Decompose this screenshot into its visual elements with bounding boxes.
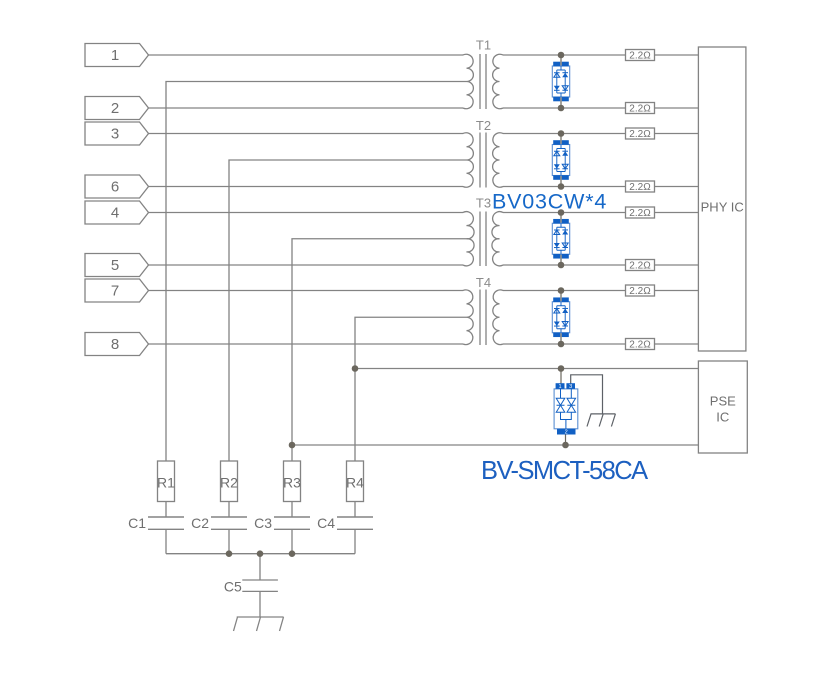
svg-text:2: 2 bbox=[111, 100, 119, 117]
svg-text:3: 3 bbox=[569, 384, 572, 390]
svg-text:3: 3 bbox=[111, 126, 119, 143]
svg-text:5: 5 bbox=[111, 257, 119, 274]
svg-text:T4: T4 bbox=[476, 275, 491, 290]
svg-text:2.2Ω: 2.2Ω bbox=[629, 339, 651, 350]
svg-text:C1: C1 bbox=[128, 515, 146, 531]
svg-text:2.2Ω: 2.2Ω bbox=[629, 129, 651, 140]
svg-text:R4: R4 bbox=[346, 475, 364, 491]
svg-text:T1: T1 bbox=[476, 38, 491, 53]
svg-text:7: 7 bbox=[111, 283, 119, 300]
svg-text:2.2Ω: 2.2Ω bbox=[629, 50, 651, 61]
svg-text:R3: R3 bbox=[283, 475, 301, 491]
svg-text:8: 8 bbox=[111, 336, 119, 353]
svg-text:BV-SMCT-58CA: BV-SMCT-58CA bbox=[481, 457, 648, 485]
svg-text:C5: C5 bbox=[224, 579, 242, 595]
svg-text:2.2Ω: 2.2Ω bbox=[629, 260, 651, 271]
svg-text:PHY IC: PHY IC bbox=[701, 200, 744, 215]
svg-text:R1: R1 bbox=[157, 475, 175, 491]
svg-text:C2: C2 bbox=[191, 515, 209, 531]
svg-text:2.2Ω: 2.2Ω bbox=[629, 208, 651, 219]
svg-text:6: 6 bbox=[111, 179, 119, 196]
svg-text:C4: C4 bbox=[317, 515, 335, 531]
svg-text:R2: R2 bbox=[220, 475, 238, 491]
svg-text:2.2Ω: 2.2Ω bbox=[629, 286, 651, 297]
svg-text:2: 2 bbox=[565, 430, 568, 436]
svg-text:1: 1 bbox=[111, 47, 119, 64]
svg-text:BV03CW*4: BV03CW*4 bbox=[492, 190, 607, 214]
svg-text:IC: IC bbox=[716, 410, 729, 425]
svg-text:PSE: PSE bbox=[710, 394, 736, 409]
svg-text:2.2Ω: 2.2Ω bbox=[629, 103, 651, 114]
svg-text:1: 1 bbox=[558, 384, 561, 390]
svg-text:2.2Ω: 2.2Ω bbox=[629, 182, 651, 193]
svg-text:T3: T3 bbox=[476, 196, 491, 211]
svg-text:4: 4 bbox=[111, 205, 119, 222]
svg-text:C3: C3 bbox=[254, 515, 272, 531]
svg-text:T2: T2 bbox=[476, 118, 491, 133]
